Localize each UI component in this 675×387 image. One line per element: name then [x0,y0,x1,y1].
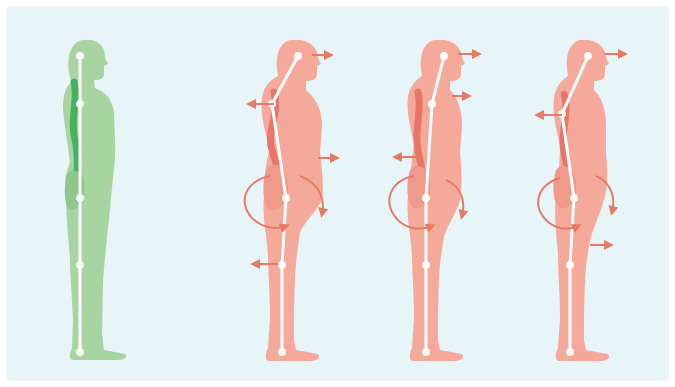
joint-head [76,52,84,60]
joint-hip [76,194,84,202]
joint-shoulder [76,100,84,108]
joint-knee [76,261,84,269]
joint-ankle [76,348,84,356]
